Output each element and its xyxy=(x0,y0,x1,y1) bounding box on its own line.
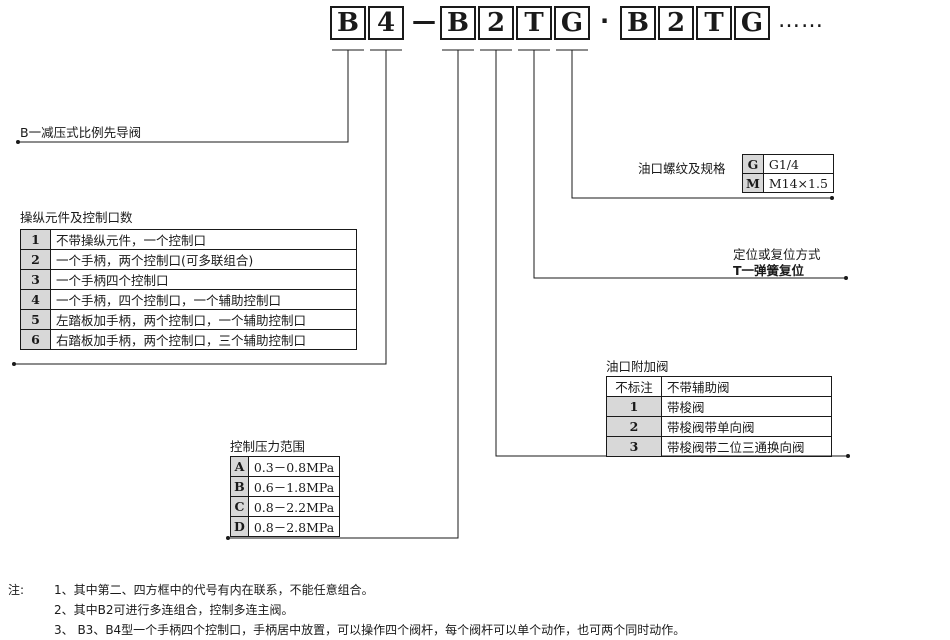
option-value: 0.6－1.8MPa xyxy=(247,476,341,497)
port-valve-title: 油口附加阀 xyxy=(606,359,669,374)
option-value: 0.8－2.8MPa xyxy=(247,516,341,537)
option-code: A xyxy=(230,456,249,477)
option-desc: 一个手柄，四个控制口，一个辅助控制口 xyxy=(50,289,357,310)
option-desc: 不带操纵元件，一个控制口 xyxy=(50,229,357,250)
notes-prefix: 注: xyxy=(8,583,25,597)
code-box-7: B xyxy=(620,6,656,40)
code-box-1: B xyxy=(330,6,366,40)
option-code: C xyxy=(230,496,249,517)
option-desc: 带梭阀带单向阀 xyxy=(661,416,832,437)
option-code: G xyxy=(742,154,764,174)
code-box-6: G xyxy=(554,6,590,40)
option-code: 1 xyxy=(20,229,51,250)
positioning-title: 定位或复位方式 xyxy=(733,247,821,262)
note-item: 1、其中第二、四方框中的代号有内在联系，不能任意组合。 xyxy=(54,583,374,597)
code-dot: · xyxy=(600,7,610,35)
option-code: 1 xyxy=(606,396,662,417)
positioning-option: T一弹簧复位 xyxy=(733,263,805,278)
option-code: 3 xyxy=(20,269,51,290)
note-item: 2、其中B2可进行多连组合，控制多连主阀。 xyxy=(54,603,294,617)
table-row: 不标注不带辅助阀 xyxy=(606,376,832,397)
option-desc: 左踏板加手柄，两个控制口，一个辅助控制口 xyxy=(50,309,357,330)
code-box-4: 2 xyxy=(478,6,514,40)
option-value: 0.3－0.8MPa xyxy=(247,456,341,477)
pressure-range-title: 控制压力范围 xyxy=(230,439,306,454)
option-code: D xyxy=(230,516,249,537)
code-ellipsis: …… xyxy=(778,8,824,33)
note-item: 3、 B3、B4型一个手柄四个控制口，手柄居中放置，可以操作四个阀杆，每个阀杆可… xyxy=(54,623,686,637)
code-box-2: 4 xyxy=(368,6,404,40)
code-box-5: T xyxy=(516,6,552,40)
code-box-9: T xyxy=(696,6,732,40)
option-desc: 带梭阀 xyxy=(661,396,832,417)
option-desc: 一个手柄，两个控制口(可多联组合) xyxy=(50,249,357,270)
code-dash: — xyxy=(412,7,436,35)
option-desc: 右踏板加手柄，两个控制口，三个辅助控制口 xyxy=(50,329,357,350)
code-box-10: G xyxy=(734,6,770,40)
option-code: 5 xyxy=(20,309,51,330)
option-desc: 一个手柄四个控制口 xyxy=(50,269,357,290)
option-code: 2 xyxy=(606,416,662,437)
option-code: 2 xyxy=(20,249,51,270)
option-value: G1/4 xyxy=(762,154,834,174)
code-box-8: 2 xyxy=(658,6,694,40)
option-code: 4 xyxy=(20,289,51,310)
option-code: B xyxy=(230,476,249,497)
option-code: 3 xyxy=(606,436,662,457)
option-code: M xyxy=(742,173,764,193)
option-desc: 带梭阀带二位三通换向阀 xyxy=(661,436,832,457)
option-value: M14×1.5 xyxy=(762,173,834,193)
option-desc: 不带辅助阀 xyxy=(661,376,832,397)
option-value: 0.8－2.2MPa xyxy=(247,496,341,517)
option-code: 不标注 xyxy=(606,376,662,397)
operating-elements-title: 操纵元件及控制口数 xyxy=(20,210,133,225)
valve-type-label: B一减压式比例先导阀 xyxy=(20,125,142,140)
code-box-3: B xyxy=(440,6,476,40)
port-thread-title: 油口螺纹及规格 xyxy=(638,161,726,176)
option-code: 6 xyxy=(20,329,51,350)
